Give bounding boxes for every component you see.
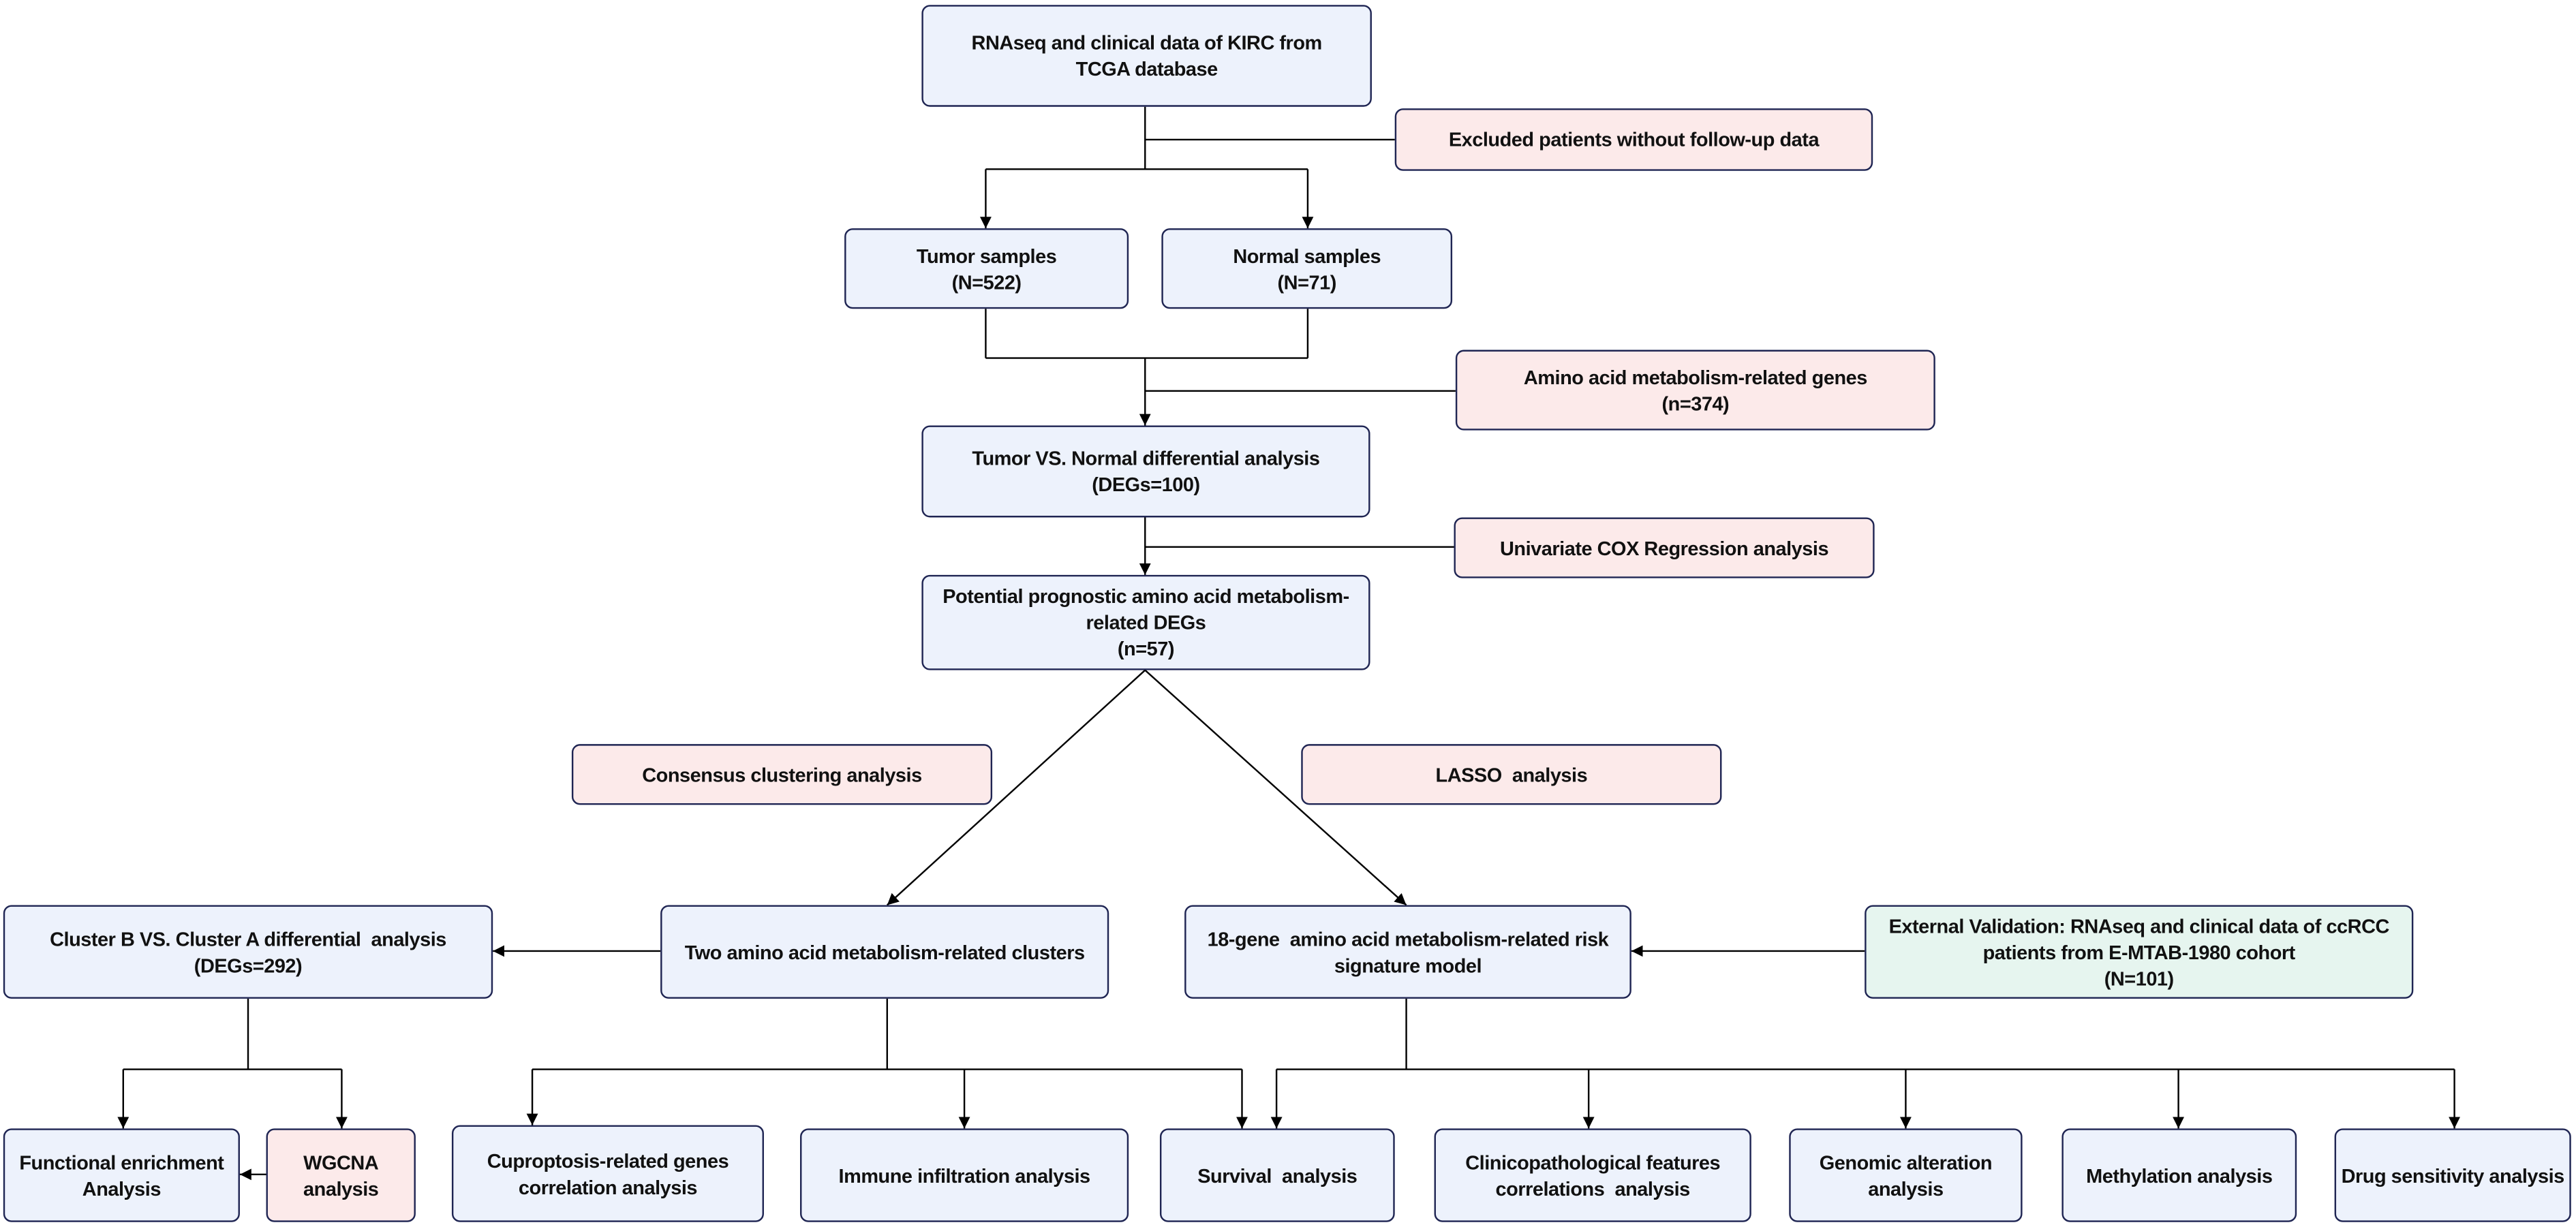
node-label-line: Tumor samples [916,244,1057,267]
node-wgcna: WGCNA analysis [266,1128,416,1222]
node-lasso: LASSO analysis [1301,744,1722,805]
node-label-line: Amino acid metabolism-related genes [1523,365,1867,389]
node-excluded-patients: Excluded patients without follow-up data [1394,108,1873,171]
node-label-line: Excluded patients without follow-up data [1448,128,1820,151]
node-label-line: Survival analysis [1197,1164,1358,1187]
arrow-to-risk-signature [1144,669,1407,906]
node-label-line: related DEGs [1086,610,1206,634]
node-tcga-data: RNAseq and clinical data of KIRC from TC… [921,5,1372,107]
node-external-validation: External Validation: RNAseq and clinical… [1865,905,2414,999]
node-label-line: Univariate COX Regression analysis [1500,536,1829,559]
node-label-line: (n=57) [1117,637,1175,661]
node-differential-analysis: Tumor VS. Normal differential analysis (… [921,425,1370,518]
node-label-line: Methylation analysis [2086,1164,2273,1187]
node-univariate-cox: Univariate COX Regression analysis [1454,517,1875,578]
node-label-line: Clinicopathological features [1465,1150,1721,1174]
node-label-line: TCGA database [1075,57,1218,81]
node-amino-acid-genes: Amino acid metabolism-related genes (n=3… [1455,350,1935,431]
arrow-to-two-clusters [886,669,1146,906]
node-label-line: Functional enrichment [19,1150,224,1174]
node-immune-infiltration: Immune infiltration analysis [800,1128,1129,1222]
node-two-clusters: Two amino acid metabolism-related cluste… [660,905,1109,999]
node-normal-samples: Normal samples (N=71) [1161,228,1453,309]
node-label-line: Cluster B VS. Cluster A differential ana… [50,927,446,950]
node-cluster-differential: Cluster B VS. Cluster A differential ana… [3,905,493,999]
node-genomic-alteration: Genomic alteration analysis [1789,1128,2023,1222]
node-label-line: Potential prognostic amino acid metaboli… [942,585,1349,608]
node-label-line: correlations analysis [1495,1177,1691,1200]
node-label-line: (DEGs=292) [194,953,303,977]
node-label-line: Normal samples [1233,244,1381,267]
node-label-line: External Validation: RNAseq and clinical… [1888,914,2390,937]
node-clinicopathological: Clinicopathological features correlation… [1434,1128,1751,1222]
node-label-line: WGCNA [303,1150,379,1174]
node-label-line: (N=522) [951,270,1022,294]
node-drug-sensitivity: Drug sensitivity analysis [2334,1128,2571,1222]
node-survival: Survival analysis [1159,1128,1395,1222]
node-label-line: 18-gene amino acid metabolism-related ri… [1207,927,1609,950]
node-label-line: signature model [1334,953,1482,977]
node-label-line: Tumor VS. Normal differential analysis [972,446,1320,470]
node-label-line: Genomic alteration [1819,1150,1993,1174]
node-functional-enrichment: Functional enrichment Analysis [3,1128,240,1222]
node-prognostic-degs: Potential prognostic amino acid metaboli… [921,574,1370,670]
node-label-line: Cuproptosis-related genes [487,1149,729,1172]
node-risk-signature: 18-gene amino acid metabolism-related ri… [1184,905,1631,999]
node-label-line: Consensus clustering analysis [642,762,922,786]
node-label-line: Drug sensitivity analysis [2341,1164,2565,1187]
node-label-line: Immune infiltration analysis [838,1164,1091,1187]
node-cuproptosis: Cuproptosis-related genes correlation an… [451,1125,764,1222]
node-label-line: (N=101) [2104,966,2174,990]
node-label-line: correlation analysis [518,1175,698,1198]
node-consensus-clustering: Consensus clustering analysis [571,744,993,805]
node-tumor-samples: Tumor samples (N=522) [844,228,1129,309]
node-label-line: RNAseq and clinical data of KIRC from [971,31,1323,55]
node-label-line: Analysis [82,1177,162,1200]
node-label-line: (DEGs=100) [1092,473,1200,497]
node-methylation: Methylation analysis [2061,1128,2297,1222]
node-label-line: patients from E-MTAB-1980 cohort [1982,940,2296,964]
node-label-line: (n=374) [1661,392,1730,415]
node-label-line: analysis [1868,1177,1944,1200]
node-label-line: analysis [303,1177,379,1200]
node-label-line: (N=71) [1277,270,1337,294]
node-label-line: LASSO analysis [1435,762,1588,786]
node-label-line: Two amino acid metabolism-related cluste… [684,940,1085,964]
